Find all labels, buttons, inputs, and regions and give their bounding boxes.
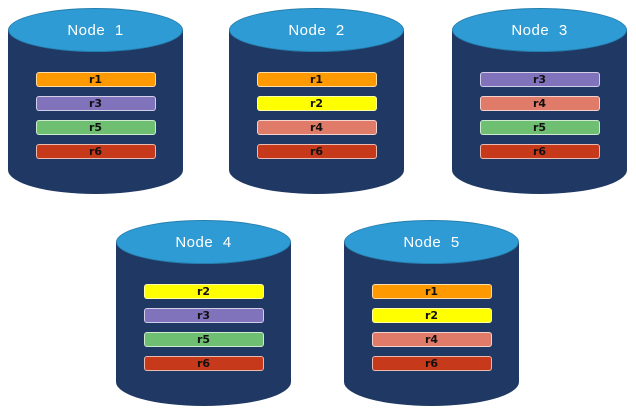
replica-bar-r5: r5 [143,332,264,347]
replica-label: r3 [196,309,211,322]
node-label: Node 2 [288,21,345,39]
replica-label: r2 [309,97,324,110]
replica-bar-list: r2 r3 r5 r6 [143,284,264,371]
replica-bar-r3: r3 [143,308,264,323]
node-cylinder-4: Node 4 r2 r3 r5 r6 [116,220,291,406]
replica-bar-r5: r5 [479,120,600,135]
replica-bar-r1: r1 [256,72,377,87]
cylinder-top: Node 3 [452,8,627,52]
replica-label: r6 [196,357,211,370]
replica-label: r3 [88,97,103,110]
replica-bar-r4: r4 [371,332,492,347]
replica-bar-r3: r3 [479,72,600,87]
replica-bar-r2: r2 [256,96,377,111]
replica-bar-r6: r6 [143,356,264,371]
replica-bar-r2: r2 [143,284,264,299]
replica-label: r5 [532,121,547,134]
cylinder-top: Node 1 [8,8,183,52]
replica-label: r1 [309,73,324,86]
node-label: Node 1 [67,21,124,39]
replica-bar-list: r1 r2 r4 r6 [371,284,492,371]
cylinder-body [229,30,404,194]
node-label: Node 4 [175,233,232,251]
replica-label: r6 [88,145,103,158]
replica-bar-r1: r1 [35,72,156,87]
replica-bar-r1: r1 [371,284,492,299]
replica-label: r4 [424,333,439,346]
replica-label: r5 [88,121,103,134]
replica-label: r6 [424,357,439,370]
replica-bar-r4: r4 [479,96,600,111]
cylinder-body [452,30,627,194]
replica-bar-r6: r6 [371,356,492,371]
replica-label: r6 [532,145,547,158]
cylinder-body [116,242,291,406]
replica-bar-r3: r3 [35,96,156,111]
cylinder-top: Node 2 [229,8,404,52]
node-cylinder-2: Node 2 r1 r2 r4 r6 [229,8,404,194]
replica-bar-r2: r2 [371,308,492,323]
replica-bar-r6: r6 [35,144,156,159]
replica-label: r2 [424,309,439,322]
replica-bar-list: r1 r2 r4 r6 [256,72,377,159]
replica-bar-list: r1 r3 r5 r6 [35,72,156,159]
replica-bar-r6: r6 [479,144,600,159]
cylinder-top: Node 5 [344,220,519,264]
replica-label: r2 [196,285,211,298]
replica-bar-r4: r4 [256,120,377,135]
replica-label: r1 [424,285,439,298]
replica-label: r1 [88,73,103,86]
node-cylinder-3: Node 3 r3 r4 r5 r6 [452,8,627,194]
replica-bar-r5: r5 [35,120,156,135]
replica-label: r6 [309,145,324,158]
node-cylinder-5: Node 5 r1 r2 r4 r6 [344,220,519,406]
replica-label: r4 [532,97,547,110]
cylinder-body [344,242,519,406]
replica-label: r3 [532,73,547,86]
replica-label: r5 [196,333,211,346]
replica-label: r4 [309,121,324,134]
replica-bar-list: r3 r4 r5 r6 [479,72,600,159]
cylinder-top: Node 4 [116,220,291,264]
replica-bar-r6: r6 [256,144,377,159]
cylinder-body [8,30,183,194]
node-label: Node 5 [403,233,460,251]
node-label: Node 3 [511,21,568,39]
node-cylinder-1: Node 1 r1 r3 r5 r6 [8,8,183,194]
